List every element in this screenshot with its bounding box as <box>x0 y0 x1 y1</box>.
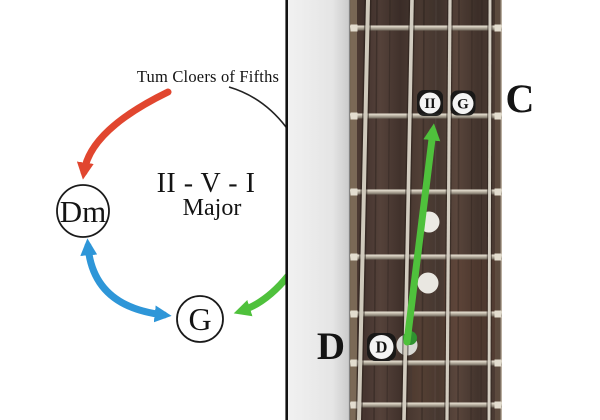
turn-direction-label: Tum Cloers of Fifths <box>137 67 279 86</box>
node-g-label: G <box>188 301 211 337</box>
progression-label: II - V - I <box>157 168 256 199</box>
string-3 <box>445 0 452 420</box>
string-1 <box>357 0 370 420</box>
green-arrow-left <box>233 273 291 317</box>
circle-of-fifths-panel: Tum Cloers of Fifths Dm G II - V - I Maj… <box>56 67 291 343</box>
circle-arc <box>228 86 287 128</box>
fret <box>350 25 502 31</box>
node-dm-circle <box>56 184 110 238</box>
fret-ends <box>350 24 502 409</box>
badge-ii-label: II <box>424 96 436 112</box>
blue-arrow <box>80 238 172 323</box>
open-string-label-d: D <box>317 325 345 368</box>
node-g-circle <box>176 295 224 343</box>
string-4 <box>487 0 492 420</box>
badge-g-face <box>452 93 474 114</box>
fret <box>350 311 502 317</box>
green-arrow-fretboard <box>403 123 441 346</box>
badge-d-label: D <box>376 338 388 357</box>
mode-label: Major <box>183 195 242 221</box>
neck-edge-left <box>350 0 357 420</box>
badge-ii: II <box>417 90 443 116</box>
fretboard-photo: II G D D C <box>288 0 534 420</box>
string-2 <box>402 0 414 420</box>
panel-divider <box>285 0 288 420</box>
badge-d-face <box>369 335 394 359</box>
red-arrow <box>76 88 172 180</box>
node-dm-label: Dm <box>60 194 107 229</box>
fret <box>350 254 502 260</box>
photo-background-strip <box>288 0 350 420</box>
inlay-dot <box>417 272 439 294</box>
badge-ii-face <box>419 92 441 114</box>
neck-edge-right <box>495 0 502 420</box>
target-note-label-c: C <box>506 76 535 121</box>
badge-d: D <box>367 333 396 361</box>
fret <box>350 402 502 408</box>
badge-g: G <box>450 90 476 116</box>
strings <box>355 0 493 420</box>
fret <box>350 360 502 366</box>
badge-g-label: G <box>457 97 469 113</box>
